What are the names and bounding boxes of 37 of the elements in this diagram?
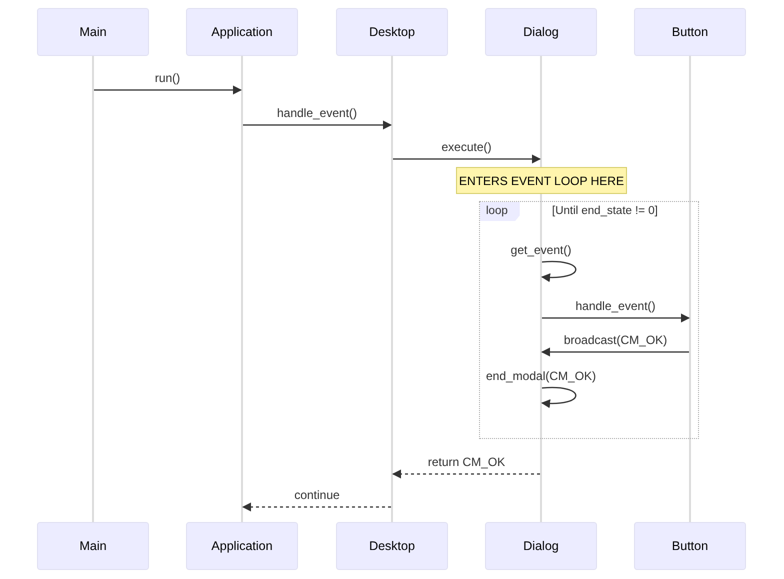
participant-box: Main	[37, 522, 149, 570]
lifeline	[689, 56, 691, 522]
lifeline	[241, 56, 243, 522]
participant-box: Button	[634, 522, 746, 570]
lifeline	[540, 56, 542, 167]
message-label: handle_event()	[575, 299, 656, 313]
lifeline	[391, 56, 393, 522]
participant-box: Application	[186, 8, 298, 56]
lifeline	[92, 56, 94, 522]
message-label: continue	[294, 488, 340, 502]
return-arrow	[242, 502, 391, 512]
participant-box: Desktop	[336, 522, 448, 570]
loop-tag: loop	[480, 202, 520, 222]
participant-box: Dialog	[485, 522, 597, 570]
loop-condition: [Until end_state != 0]	[552, 204, 658, 219]
message-label: return CM_OK	[428, 455, 506, 469]
participant-box: Main	[37, 8, 149, 56]
participant-box: Button	[634, 8, 746, 56]
message-arrow	[243, 120, 392, 130]
message-label: get_event()	[510, 243, 572, 257]
participant-box: Dialog	[485, 8, 597, 56]
message-label: end_modal(CM_OK)	[486, 369, 596, 383]
participant-box: Desktop	[336, 8, 448, 56]
self-message-arrow	[541, 386, 576, 408]
message-arrow	[541, 348, 689, 356]
message-label: run()	[154, 71, 180, 85]
message-arrow	[542, 314, 690, 322]
message-label: broadcast(CM_OK)	[564, 333, 668, 347]
message-arrow	[393, 154, 541, 164]
participant-box: Application	[186, 522, 298, 570]
lifeline	[540, 194, 542, 522]
message-label: handle_event()	[276, 106, 358, 120]
note-box: ENTERS EVENT LOOP HERE	[456, 167, 627, 194]
message-label: execute()	[441, 140, 492, 154]
return-arrow	[392, 470, 540, 478]
message-arrow	[94, 86, 242, 94]
self-message-arrow	[541, 260, 576, 282]
